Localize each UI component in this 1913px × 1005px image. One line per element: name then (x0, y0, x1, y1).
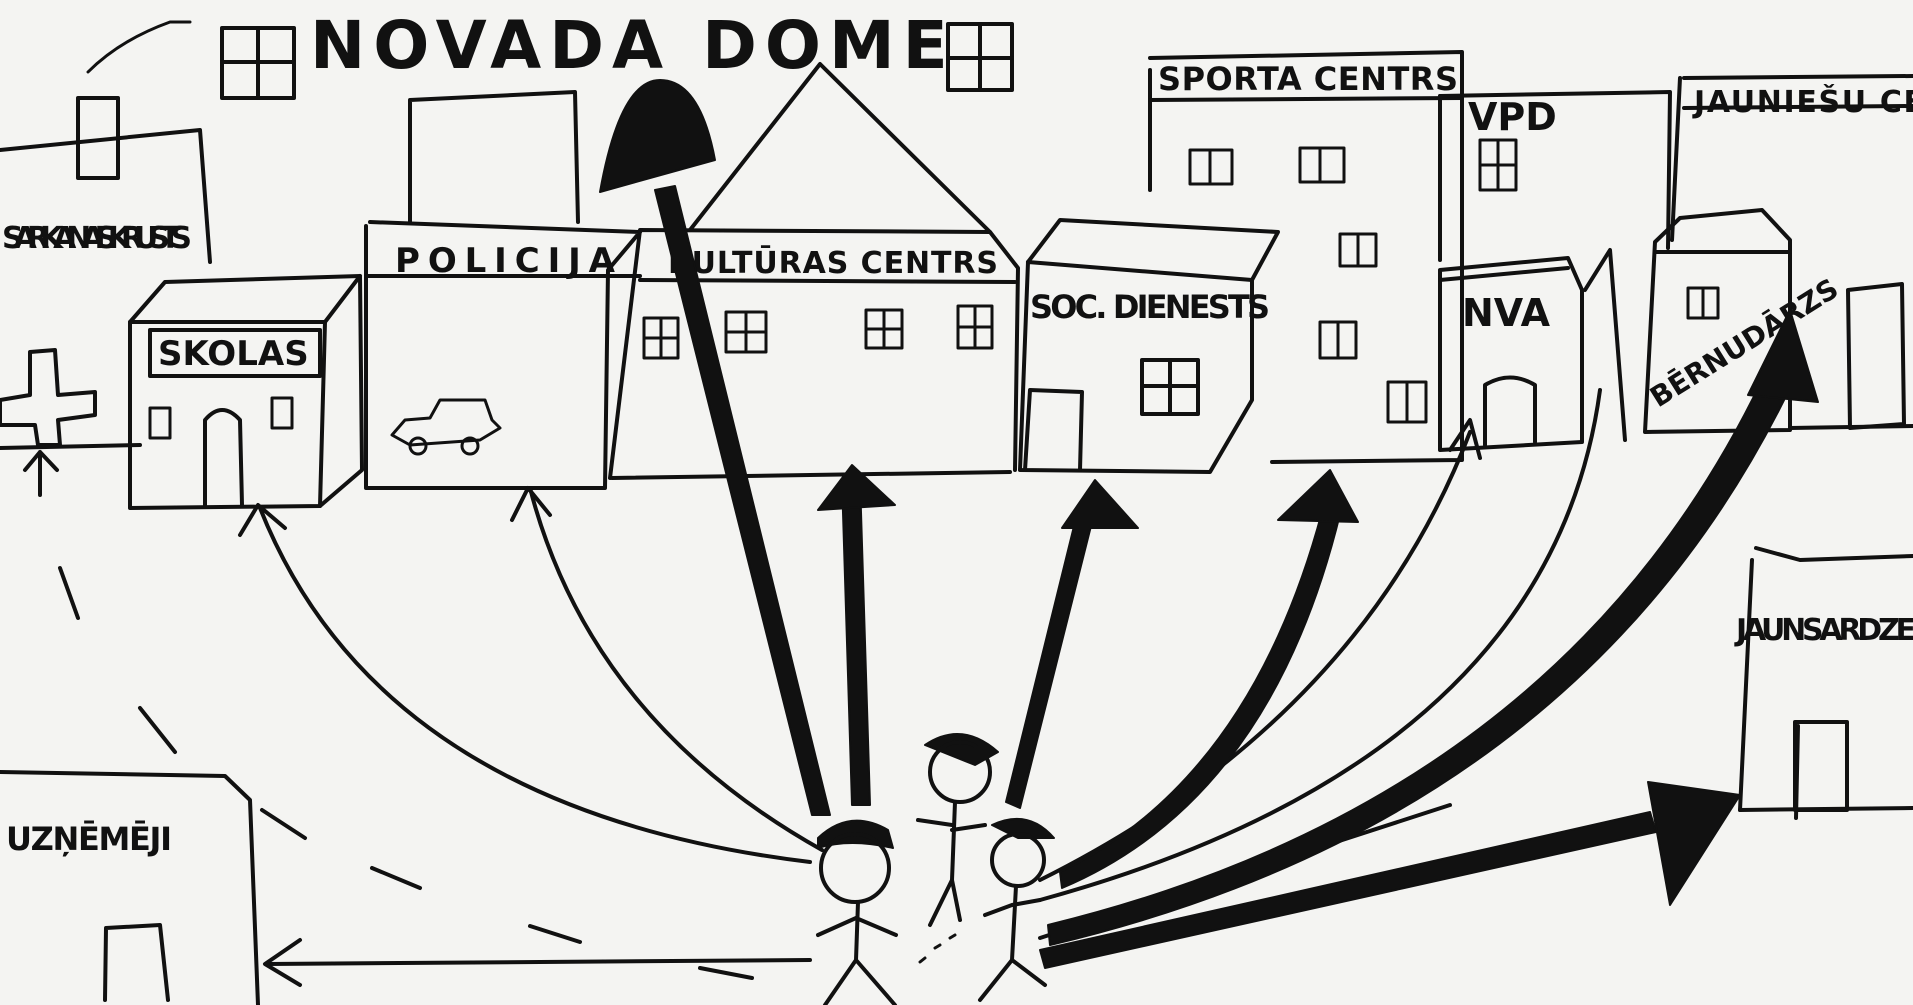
bold-arrows (599, 79, 1819, 969)
youth-guard-building: JAUNSARDZE (1734, 546, 1913, 820)
culture-centre-label: KULTŪRAS CENTRS (668, 245, 998, 281)
person-2 (916, 733, 999, 927)
vpd-label: VPD (1468, 95, 1557, 139)
youth-guard-label: JAUNSARDZE (1734, 613, 1913, 648)
schools-building: SKOLAS (128, 274, 364, 510)
schools-label: SKOLAS (158, 334, 309, 374)
red-cross-building: SARKANAIS KRUSTS (0, 20, 212, 450)
youth-centre-building: JAUNIEŠU CE (1670, 74, 1913, 242)
nva-label: NVA (1462, 291, 1551, 335)
police-building: POLICIJA (364, 90, 642, 490)
culture-centre-building: KULTŪRAS CENTRS (608, 62, 1020, 480)
person-3 (918, 817, 1055, 1002)
sports-centre-building: SPORTA CENTRS (1148, 50, 1464, 464)
employers-building: UZŅĒMĒJI (0, 770, 260, 1005)
social-service-building: SOC. DIENESTS (1018, 218, 1280, 474)
person-1 (816, 819, 898, 1005)
social-service-label: SOC. DIENESTS (1030, 288, 1270, 326)
police-label: POLICIJA (395, 241, 616, 281)
employers-label: UZŅĒMĒJI (6, 820, 172, 858)
vpd-building: VPD (1438, 90, 1672, 262)
culture-centre-windows (642, 304, 994, 360)
youth-centre-label: JAUNIEŠU CE (1692, 83, 1913, 120)
red-cross-label: SARKANAIS KRUSTS (2, 221, 192, 256)
nva-building: NVA (1438, 248, 1627, 452)
sports-centre-label: SPORTA CENTRS (1158, 60, 1458, 98)
title-window-icon-left (220, 26, 296, 100)
dashed-road (58, 566, 754, 980)
page-title: NOVADA DOME (310, 7, 956, 84)
title-window-icon-right (946, 22, 1014, 92)
